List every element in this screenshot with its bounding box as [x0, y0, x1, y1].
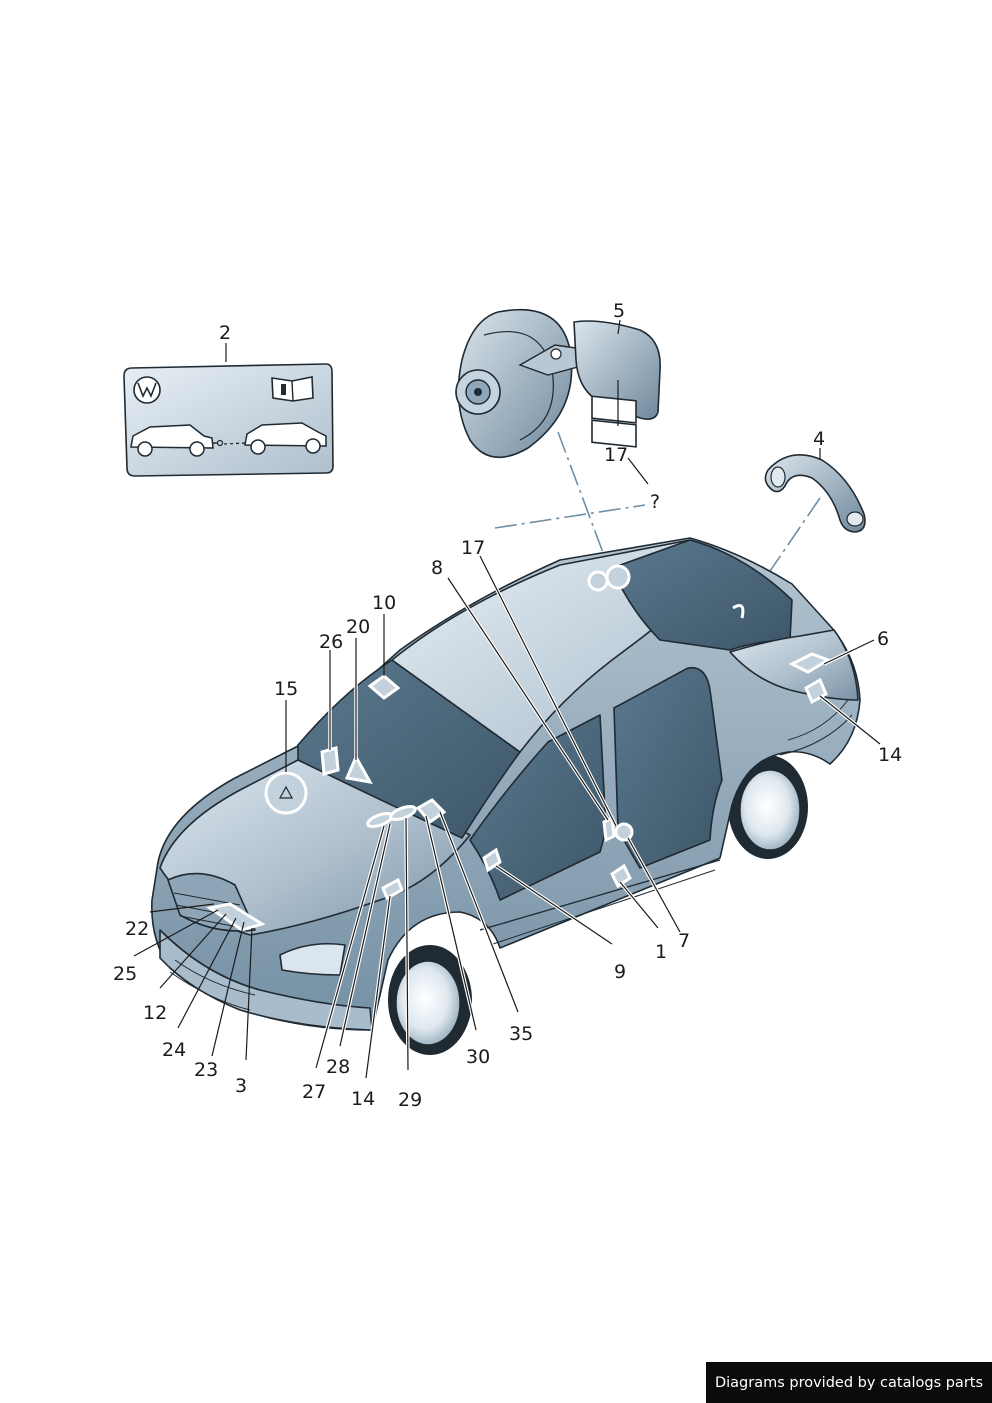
callout-22: 22 [125, 918, 149, 940]
towing-car-icon [244, 422, 327, 455]
callout-35: 35 [509, 1023, 533, 1045]
credits-text: Diagrams provided by catalogs parts [714, 1374, 984, 1391]
callout-7: 7 [678, 930, 690, 952]
callout-30: 30 [466, 1046, 490, 1068]
vw-logo-icon [133, 376, 161, 404]
hood-warning-sticker [264, 771, 308, 815]
callout-14-front: 14 [351, 1088, 375, 1110]
credits-banner: Diagrams provided by catalogs parts [706, 1362, 992, 1403]
callout-17-roof: 17 [461, 537, 485, 559]
warning-triangle-icon [278, 785, 294, 799]
tow-car-icon [130, 424, 224, 457]
car-stickers [206, 564, 832, 932]
leader-lines [133, 319, 882, 1079]
callout-25: 25 [113, 963, 137, 985]
callout-10: 10 [372, 592, 396, 614]
callout-9: 9 [614, 961, 626, 983]
label-sticker-17-flap [591, 419, 637, 448]
callout-6: 6 [877, 628, 889, 650]
callout-27: 27 [302, 1081, 326, 1103]
callout-2: 2 [219, 322, 231, 344]
callout-1: 1 [655, 941, 667, 963]
label-sticker-5 [591, 395, 637, 424]
callout-17-flap: 17 [604, 444, 628, 466]
grab-handle-icon [764, 454, 866, 533]
callout-26: 26 [319, 631, 343, 653]
callout-23: 23 [194, 1059, 218, 1081]
fuel-flap-assembly [455, 308, 661, 459]
callout-24: 24 [162, 1039, 186, 1061]
vehicle-info-card [123, 363, 334, 477]
callout-3: 3 [235, 1075, 247, 1097]
callout-20: 20 [346, 616, 370, 638]
callout-labels: 2 5 17 ? 4 17 8 10 20 26 15 6 14 7 1 9 3… [113, 300, 902, 1111]
manual-book-icon [271, 376, 314, 402]
callout-4: 4 [813, 428, 825, 450]
callout-29: 29 [398, 1089, 422, 1111]
callout-28: 28 [326, 1056, 350, 1078]
callout-14-rear: 14 [878, 744, 902, 766]
fuel-flap-icon [455, 308, 661, 459]
callout-15: 15 [274, 678, 298, 700]
callout-5: 5 [613, 300, 625, 322]
callout-8: 8 [431, 557, 443, 579]
question-mark: ? [650, 491, 660, 513]
callout-12: 12 [143, 1002, 167, 1024]
